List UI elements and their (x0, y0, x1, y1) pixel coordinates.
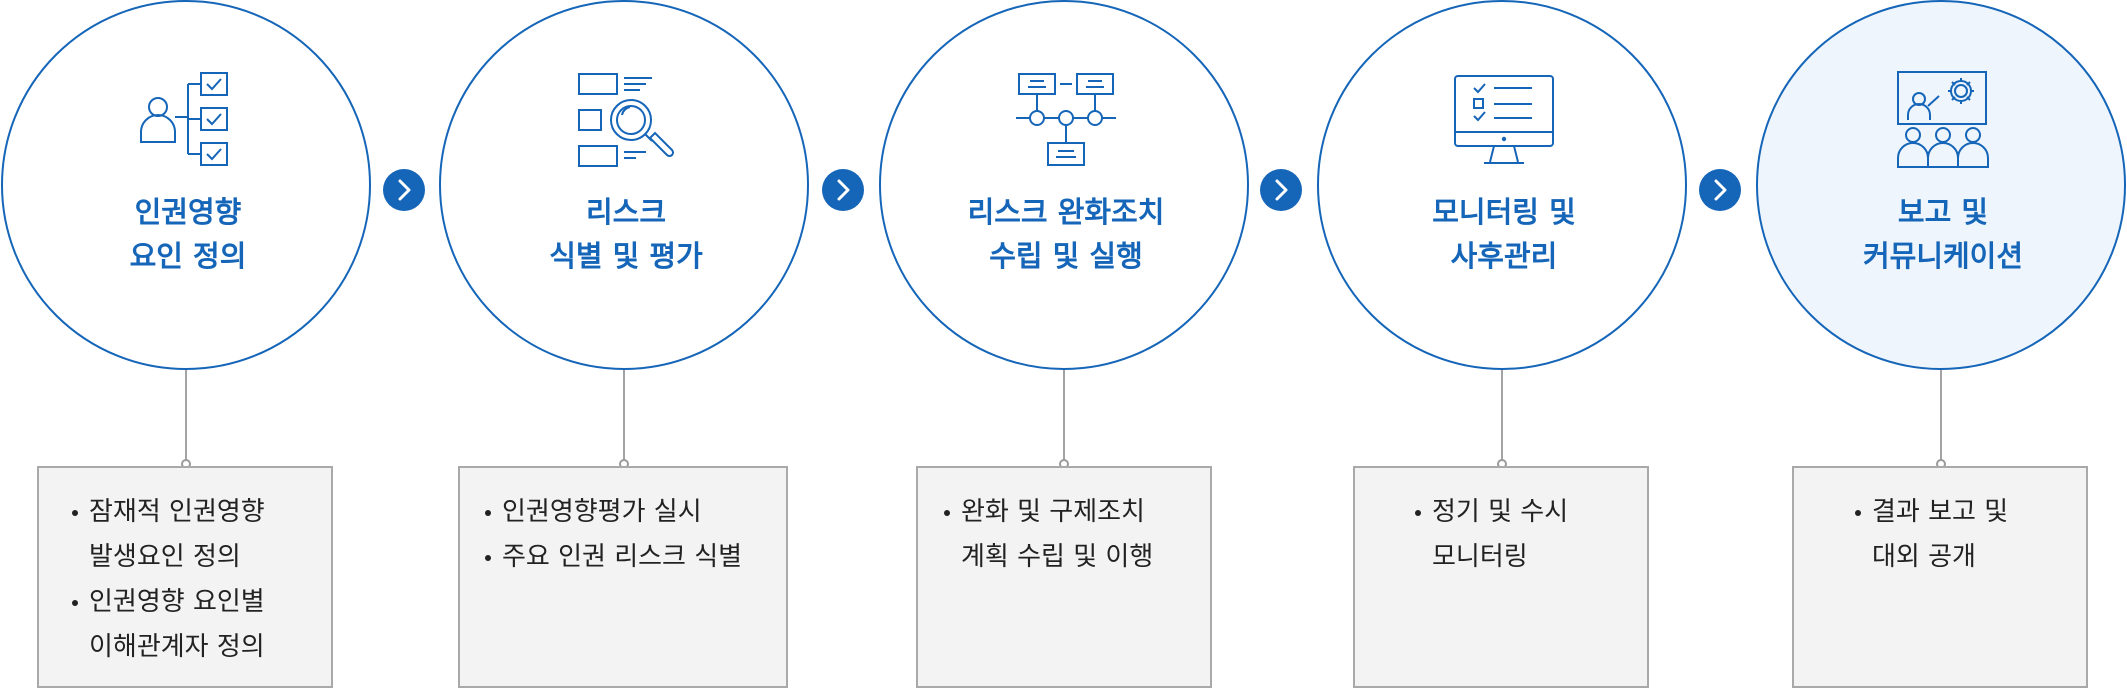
connector-line (1940, 370, 1942, 462)
step-title: 모니터링 및 사후관리 (1432, 195, 1576, 273)
step-circle: 리스크 식별 및 평가 (439, 0, 809, 370)
process-flow-icon (1016, 73, 1116, 166)
step-title: 인권영향 요인 정의 (129, 195, 247, 273)
step-title: 리스크 식별 및 평가 (549, 195, 703, 273)
bullet-item: 인권영향평가 실시 (482, 490, 786, 535)
arrow-right-icon (822, 169, 864, 211)
connector-line (185, 370, 187, 462)
presentation-audience-icon (1897, 71, 1989, 168)
arrow-right-icon (383, 169, 425, 211)
step-circle: 인권영향 요인 정의 (1, 0, 371, 370)
connector-line (623, 370, 625, 462)
connector-line (1063, 370, 1065, 462)
connector-line (1501, 370, 1503, 462)
step-circle: 리스크 완화조치 수립 및 실행 (879, 0, 1249, 370)
bullet-item: 주요 인권 리스크 식별 (482, 535, 786, 580)
step-title: 보고 및 커뮤니케이션 (1862, 195, 2024, 273)
step-detail-box: 인권영향평가 실시 주요 인권 리스크 식별 (458, 466, 788, 688)
step-circle: 보고 및 커뮤니케이션 (1756, 0, 2126, 370)
step-circle: 모니터링 및 사후관리 (1317, 0, 1687, 370)
step-title: 리스크 완화조치 수립 및 실행 (967, 195, 1165, 273)
arrow-right-icon (1260, 169, 1302, 211)
document-magnifier-icon (578, 73, 675, 167)
step-2: 리스크 식별 및 평가 인권영향평가 실시 주요 인권 리스크 식별 (439, 0, 829, 690)
arrow-right-icon (1699, 169, 1741, 211)
person-checklist-icon (140, 72, 228, 166)
monitor-checklist-icon (1454, 75, 1554, 164)
